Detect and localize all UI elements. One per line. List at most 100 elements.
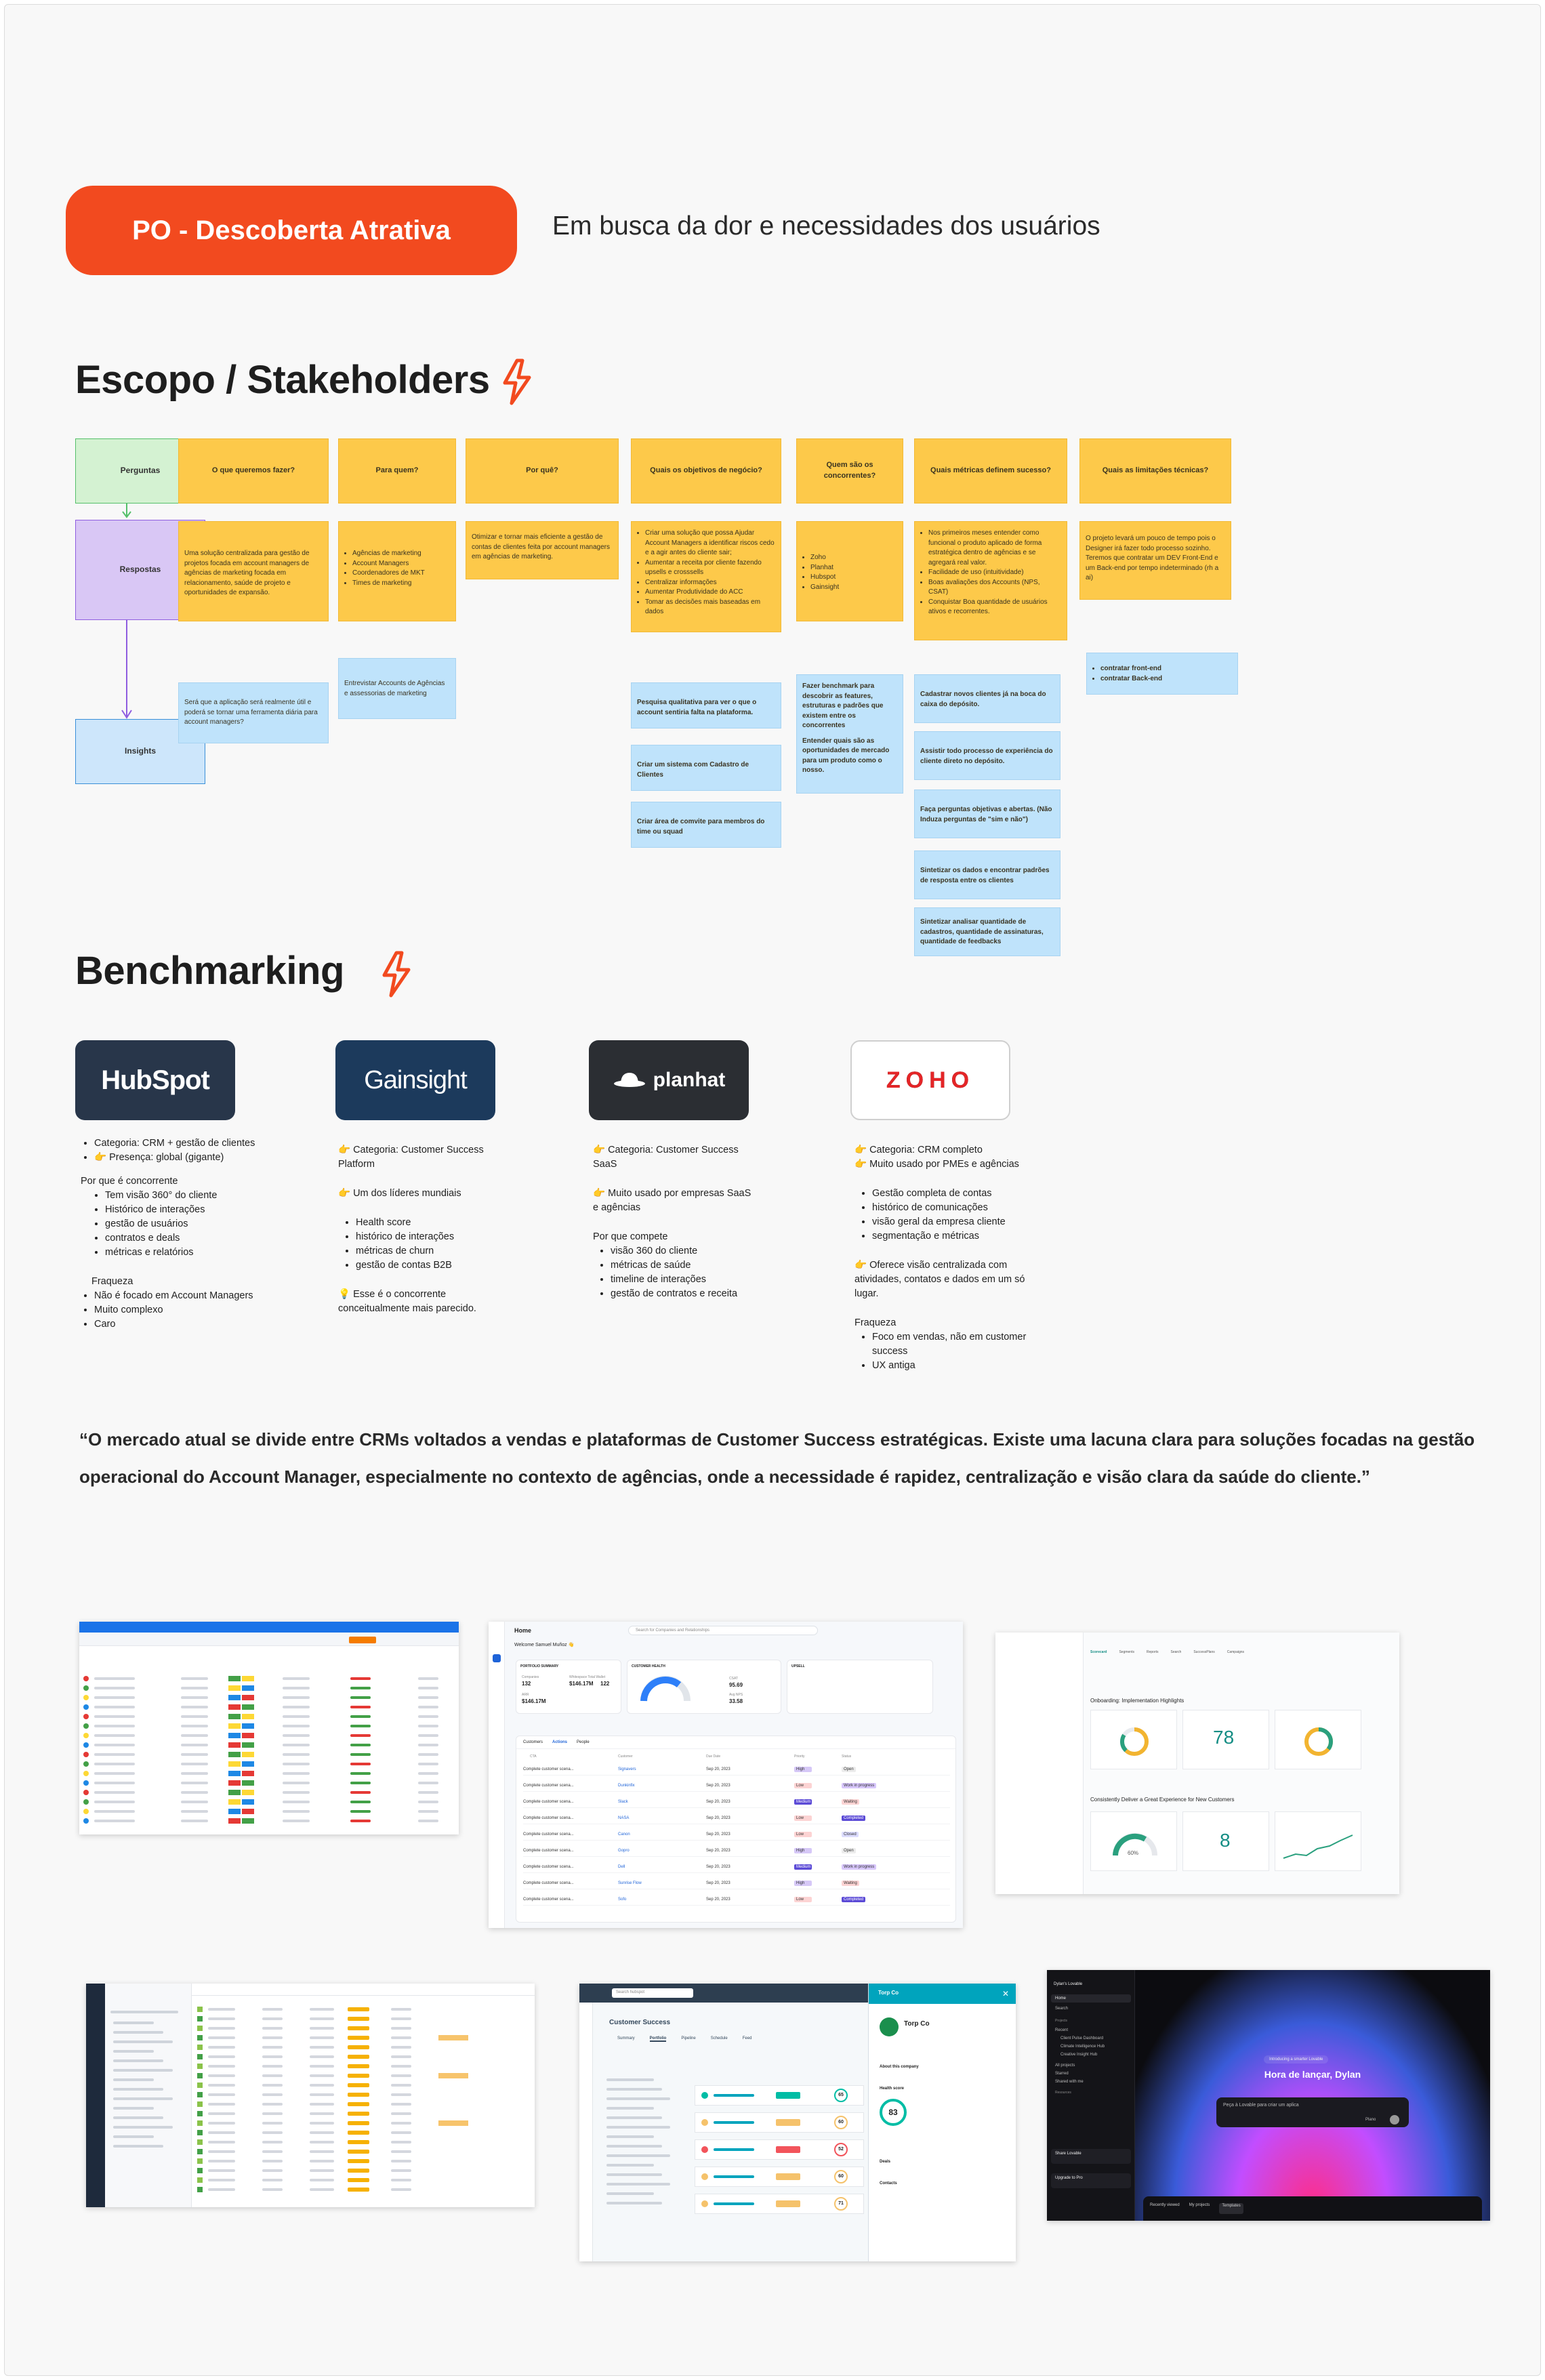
- cs-row-customer[interactable]: Dunkinfix: [618, 1783, 635, 1788]
- lv-recent[interactable]: Recent: [1055, 2028, 1069, 2032]
- lv-prompt-input[interactable]: Peça à Lovable para criar um aplica: [1216, 2097, 1409, 2127]
- hs-tab[interactable]: Summary: [617, 2036, 635, 2040]
- ct-row-line: [262, 2141, 283, 2143]
- insight-1: Será que a aplicação será realmente útil…: [178, 682, 329, 743]
- lv-workspace[interactable]: Dylan's Lovable: [1054, 1982, 1083, 1986]
- screenshot-companies-table: [86, 1984, 535, 2207]
- cs-row-cta[interactable]: Complete customer scena...: [523, 1815, 574, 1820]
- hs-row-score: 65: [834, 2089, 848, 2102]
- lv-send-icon[interactable]: [1390, 2115, 1399, 2125]
- gs-heading-1: Onboarding: Implementation Highlights: [1090, 1698, 1184, 1704]
- cs-row-customer[interactable]: Gopro: [618, 1848, 630, 1853]
- ct-row-line: [262, 2065, 283, 2068]
- answer-5-item: Gainsight: [810, 583, 897, 593]
- lv-all-projects[interactable]: All projects: [1055, 2064, 1075, 2068]
- cs-row-customer[interactable]: Signavers: [618, 1767, 636, 1771]
- hs-contacts[interactable]: Contacts: [880, 2181, 897, 2186]
- cs-row-customer[interactable]: Canon: [618, 1832, 630, 1837]
- ct-row-line: [208, 2055, 235, 2058]
- ct-row-date: [438, 2120, 468, 2126]
- lv-project[interactable]: Client Pulse Dashboard: [1060, 2036, 1104, 2040]
- ct-row-date: [438, 2092, 468, 2097]
- cs-row-customer[interactable]: Dell: [618, 1864, 625, 1869]
- lv-search[interactable]: Search: [1055, 2007, 1069, 2011]
- lv-home[interactable]: Home: [1051, 1994, 1131, 2003]
- lv-tab[interactable]: Templates: [1219, 2203, 1243, 2214]
- lv-project[interactable]: Climate Intelligence Hub: [1060, 2045, 1105, 2049]
- cs-tab-customers[interactable]: Customers: [523, 1740, 543, 1744]
- cs-row-cta[interactable]: Complete customer scena...: [523, 1767, 574, 1771]
- crm-row-chip: [228, 1676, 241, 1681]
- zoho-item: visão geral da empresa cliente: [872, 1215, 1031, 1229]
- cs-search-input[interactable]: Search for Companies and Relationships: [628, 1626, 818, 1635]
- ct-row-line: [391, 2160, 411, 2162]
- gs-card-trend: [1275, 1811, 1361, 1871]
- cs-tab-people[interactable]: People: [577, 1740, 590, 1744]
- crm-action-button[interactable]: [349, 1637, 376, 1643]
- gs-tab[interactable]: Reports: [1146, 1650, 1159, 1654]
- gs-tab[interactable]: SuccessPlans: [1193, 1650, 1215, 1654]
- lv-starred[interactable]: Starred: [1055, 2072, 1069, 2076]
- hs-deals[interactable]: Deals: [880, 2160, 891, 2164]
- cs-row-customer[interactable]: NASA: [618, 1815, 630, 1820]
- gs-tab[interactable]: Campaigns: [1227, 1650, 1245, 1654]
- cs-row-customer[interactable]: Sunrise Flow: [618, 1881, 642, 1885]
- cs-row-cta[interactable]: Complete customer scena...: [523, 1799, 574, 1804]
- crm-row-chip: [228, 1752, 241, 1757]
- cs-row-status: Open: [842, 1847, 856, 1853]
- hs-tab[interactable]: Schedule: [710, 2036, 728, 2040]
- ct-row-line: [262, 2103, 283, 2106]
- cs-row-status: Waiting: [842, 1799, 859, 1805]
- close-icon[interactable]: ✕: [1002, 1989, 1009, 1998]
- cs-health-card: CUSTOMER HEALTH CSAT 95.69 Avg NPS 33.58: [627, 1660, 781, 1714]
- hs-tab[interactable]: Feed: [742, 2036, 752, 2040]
- crm-row-chip: [228, 1685, 241, 1691]
- answer-5: Zoho Planhat Hubspot Gainsight: [796, 521, 903, 621]
- hs-tab[interactable]: Portfolio: [649, 2036, 667, 2042]
- hs-about[interactable]: About this company: [880, 2065, 919, 2069]
- hs-tab[interactable]: Pipeline: [681, 2036, 696, 2040]
- cs-row-date: Sep 20, 2023: [706, 1897, 730, 1902]
- answer-6-item: Facilidade de uso (intuitividade): [928, 568, 1061, 578]
- crm-row-line: [181, 1715, 208, 1718]
- hubspot-notes: Categoria: CRM + gestão de clientes 👉 Pr…: [81, 1136, 284, 1332]
- answer-2-item: Times de marketing: [352, 579, 450, 589]
- cs-row-cta[interactable]: Complete customer scena...: [523, 1783, 574, 1788]
- lv-tab[interactable]: My projects: [1189, 2203, 1210, 2207]
- hs-filter-line: [606, 2116, 662, 2119]
- lv-plan-button[interactable]: Plano: [1365, 2118, 1376, 2122]
- lv-upgrade[interactable]: Upgrade to Pro: [1051, 2173, 1131, 2188]
- cs-row-priority: Low: [794, 1782, 812, 1788]
- cs-row-customer[interactable]: Sofo: [618, 1897, 627, 1902]
- cs-row-cta[interactable]: Complete customer scena...: [523, 1897, 574, 1902]
- lv-banner[interactable]: Introducing a smarter Lovable: [1264, 2055, 1329, 2064]
- ct-row-stars: [348, 2178, 369, 2182]
- crm-row-line: [283, 1782, 310, 1784]
- hs-row-score: 60: [834, 2116, 848, 2129]
- insight-6c: Faça perguntas objetivas e abertas. (Não…: [914, 789, 1060, 838]
- gs-tab[interactable]: Search: [1170, 1650, 1182, 1654]
- lv-project[interactable]: Creative Insight Hub: [1060, 2053, 1098, 2057]
- ct-row-line: [310, 2179, 334, 2181]
- lv-share[interactable]: Share Lovable: [1051, 2149, 1131, 2164]
- cs-ws-companies: 122: [600, 1681, 610, 1687]
- gs-tab[interactable]: Scorecard: [1090, 1650, 1107, 1654]
- crm-row-line: [181, 1677, 208, 1680]
- cs-row-cta[interactable]: Complete customer scena...: [523, 1864, 574, 1869]
- cs-tab-actions[interactable]: Actions: [552, 1740, 568, 1744]
- crm-row-chip: [228, 1742, 241, 1748]
- lv-tab[interactable]: Recently viewed: [1150, 2203, 1180, 2207]
- cs-row-cta[interactable]: Complete customer scena...: [523, 1832, 574, 1837]
- gs-tab[interactable]: Segments: [1119, 1650, 1134, 1654]
- answer-4: Criar uma solução que possa Ajudar Accou…: [631, 521, 781, 632]
- cs-row-customer[interactable]: Slack: [618, 1799, 628, 1804]
- crm-row-line: [418, 1810, 438, 1813]
- cs-home-icon[interactable]: [493, 1654, 501, 1662]
- hs-search-input[interactable]: Search hubspot: [612, 1988, 693, 1998]
- cs-row-cta[interactable]: Complete customer scena...: [523, 1848, 574, 1853]
- hs-row-bar: [714, 2148, 754, 2151]
- ct-sidebar-line: [113, 2059, 163, 2062]
- cs-row-cta[interactable]: Complete customer scena...: [523, 1881, 574, 1885]
- lv-shared[interactable]: Shared with me: [1055, 2080, 1084, 2084]
